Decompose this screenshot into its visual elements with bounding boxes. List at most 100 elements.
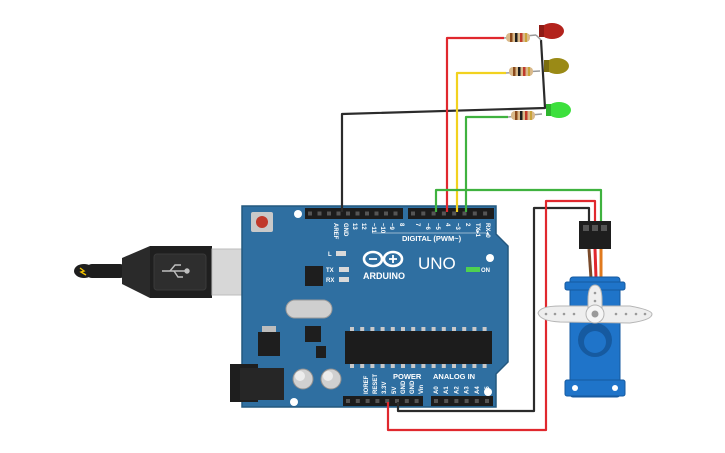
servo-horn[interactable] [537,284,653,324]
wire-black-servo-gnd [396,206,591,413]
pin-hole[interactable] [346,211,350,216]
pin-hole[interactable] [385,399,390,403]
pin-hole[interactable] [444,399,449,403]
pin-label: TX▸1 [474,223,480,238]
capacitor [320,368,342,390]
pin-hole[interactable] [355,399,360,403]
crystal-oscillator [285,299,333,319]
pin-label: GND [410,380,416,394]
mount-hole [294,210,302,218]
pin-label: ~5 [434,223,440,231]
power-label: POWER [393,372,422,381]
bottom-pin-holes[interactable] [346,399,489,403]
pin-hole[interactable] [327,211,331,216]
pin-label: ~11 [370,223,376,234]
dc-power-jack[interactable] [230,364,284,402]
pin-hole[interactable] [365,211,369,216]
usb-bolt-icon [79,267,87,276]
pin-label: A0 [434,386,440,394]
pin-hole[interactable] [374,211,379,216]
pin-hole[interactable] [441,211,446,216]
rx-led [339,277,349,282]
pin-hole[interactable] [355,211,360,216]
wire-black-gnd [340,39,547,212]
yellow-led[interactable] [544,58,569,74]
pin-hole[interactable] [411,211,415,216]
pin-label: A2 [454,386,460,394]
resistor-green[interactable] [507,111,543,120]
usb-icon [162,264,190,278]
voltage-regulator [258,332,280,356]
pin-hole[interactable] [474,399,479,403]
mount-hole [484,388,492,396]
pin-label: RX◂0 [484,223,490,238]
pin-hole[interactable] [375,399,380,403]
analog-label: ANALOG IN [433,372,475,381]
pin-hole[interactable] [393,211,398,216]
pin-hole[interactable] [384,211,388,216]
pin-label: 7 [414,223,420,227]
rx-label: RX [326,278,334,284]
pin-hole[interactable] [485,399,489,403]
pin-hole[interactable] [404,399,409,403]
digital-pin-holes[interactable] [308,211,488,216]
pin-label: 12 [360,223,366,230]
pin-hole[interactable] [434,399,438,403]
green-led[interactable] [546,102,571,118]
servo-motor[interactable] [537,221,653,398]
wire-green-pin2 [464,115,508,212]
pin-hole[interactable] [462,211,467,216]
resistor-red[interactable] [503,33,537,42]
analog-header [431,396,493,406]
pin-label: ~6 [424,223,430,231]
pin-label: A3 [465,386,471,394]
pin-hole[interactable] [483,211,488,216]
wire-yellow-pin3 [455,71,506,212]
pin-hole[interactable] [472,211,477,216]
pin-label: 5V [392,387,398,394]
l-led [336,251,346,256]
pin-label: GND [401,380,407,394]
brand-label: ARDUINO [363,271,405,281]
pin-label: IOREF [364,375,370,394]
pin-hole[interactable] [365,399,370,403]
resistor-yellow[interactable] [505,67,541,76]
pin-label: 4 [444,223,450,227]
pin-hole[interactable] [395,399,399,403]
pin-hole[interactable] [431,211,436,216]
capacitor [292,368,314,390]
digital-label: DIGITAL (PWM~) [402,234,462,243]
atmega-chip [345,327,492,368]
pin-label: A1 [444,386,450,394]
pin-label: Vin [419,384,425,394]
model-label: UNO [418,254,456,273]
pin-hole[interactable] [454,399,459,403]
pin-hole[interactable] [336,211,341,216]
pin-label: A4 [475,386,481,394]
transistor [316,346,326,358]
arduino-logo-icon [362,250,404,268]
wire-green-servo-signal [434,188,603,222]
usb-chip [305,266,323,286]
tx-label: TX [326,268,334,274]
red-led[interactable] [535,23,564,41]
header-right [408,208,494,219]
pin-label: 8 [398,223,404,227]
reset-button[interactable] [251,212,273,232]
pin-hole[interactable] [346,399,350,403]
tx-led [339,267,349,272]
pin-hole[interactable] [308,211,312,216]
pin-hole[interactable] [464,399,469,403]
pin-hole[interactable] [452,211,457,216]
pin-hole[interactable] [414,399,419,403]
pin-label: ~3 [454,223,460,231]
pin-label: ~9 [388,223,394,231]
usb-cable[interactable] [74,246,254,298]
pin-hole[interactable] [317,211,322,216]
power-on-led [466,267,480,272]
pin-hole[interactable] [421,211,426,216]
